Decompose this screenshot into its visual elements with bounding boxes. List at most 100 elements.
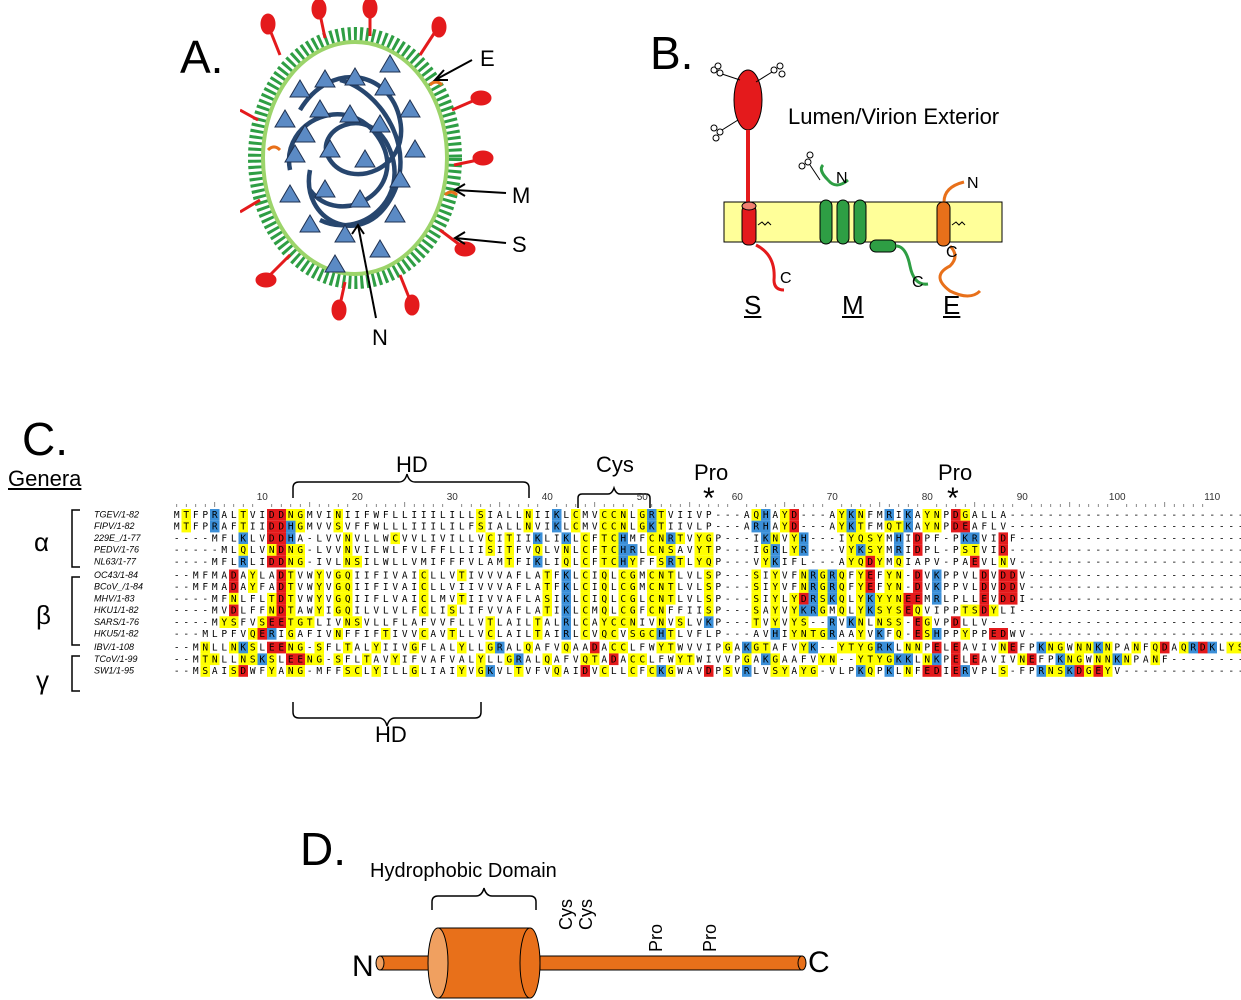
residue: C bbox=[649, 606, 655, 617]
residue-highlight bbox=[856, 592, 866, 605]
residue-highlight bbox=[314, 604, 324, 617]
residue: V bbox=[392, 571, 398, 582]
residue-highlight bbox=[286, 509, 296, 521]
residue: S bbox=[753, 606, 759, 617]
residue-highlight bbox=[599, 509, 609, 521]
residue: S bbox=[1238, 643, 1241, 654]
residue: - bbox=[1057, 533, 1063, 544]
residue: - bbox=[1124, 571, 1130, 582]
residue: C bbox=[582, 617, 588, 628]
residue-highlight bbox=[856, 520, 866, 533]
residue: L bbox=[430, 594, 436, 605]
residue: M bbox=[212, 606, 218, 617]
residue-highlight bbox=[257, 628, 267, 640]
residue-highlight bbox=[951, 641, 961, 654]
residue: N bbox=[525, 510, 531, 521]
residue-highlight bbox=[761, 509, 771, 521]
residue-highlight bbox=[628, 544, 638, 556]
residue: L bbox=[611, 606, 617, 617]
residue: - bbox=[943, 533, 949, 544]
residue: - bbox=[1200, 606, 1206, 617]
residue-highlight bbox=[1055, 653, 1065, 666]
residue-highlight bbox=[248, 653, 258, 666]
residue: M bbox=[212, 594, 218, 605]
residue: - bbox=[1238, 666, 1241, 677]
residue-highlight bbox=[599, 581, 609, 593]
residue: I bbox=[326, 617, 332, 628]
residue: - bbox=[1200, 557, 1206, 568]
sequence-name: FIPV/1-82 bbox=[94, 521, 135, 531]
residue: - bbox=[1133, 510, 1139, 521]
residue: V bbox=[687, 582, 693, 593]
residue-highlight bbox=[343, 544, 353, 556]
residue: K bbox=[240, 643, 246, 654]
residue-highlight bbox=[789, 592, 799, 605]
residue-highlight bbox=[580, 604, 590, 617]
residue-highlight bbox=[666, 665, 676, 677]
residue: V bbox=[478, 629, 484, 640]
residue: S bbox=[820, 594, 826, 605]
residue: V bbox=[1019, 629, 1025, 640]
residue: F bbox=[877, 571, 883, 582]
residue: D bbox=[791, 522, 797, 533]
residue: F bbox=[848, 582, 854, 593]
residue: C bbox=[649, 545, 655, 556]
residue: - bbox=[1152, 617, 1158, 628]
residue-highlight bbox=[561, 628, 571, 640]
residue: R bbox=[240, 557, 246, 568]
residue: - bbox=[1143, 522, 1149, 533]
residue-highlight bbox=[723, 665, 733, 677]
residue: S bbox=[886, 617, 892, 628]
residue: D bbox=[278, 594, 284, 605]
residue: - bbox=[1086, 629, 1092, 640]
residue: C bbox=[573, 522, 579, 533]
residue: K bbox=[858, 545, 864, 556]
residue: K bbox=[554, 522, 560, 533]
residue: - bbox=[1152, 522, 1158, 533]
residue: S bbox=[354, 617, 360, 628]
residue: C bbox=[582, 582, 588, 593]
residue: D bbox=[269, 533, 275, 544]
residue-highlight bbox=[238, 509, 248, 521]
residue: Y bbox=[848, 557, 854, 568]
residue: F bbox=[516, 571, 522, 582]
residue: V bbox=[991, 582, 997, 593]
residue: T bbox=[506, 533, 512, 544]
residue: Y bbox=[772, 582, 778, 593]
residue: H bbox=[620, 557, 626, 568]
residue-highlight bbox=[1036, 665, 1046, 677]
residue: V bbox=[259, 545, 265, 556]
residue-highlight bbox=[761, 532, 771, 545]
residue-highlight bbox=[894, 569, 904, 582]
residue-highlight bbox=[846, 555, 856, 568]
residue: A bbox=[506, 571, 512, 582]
residue: D bbox=[1000, 571, 1006, 582]
residue: - bbox=[1219, 617, 1225, 628]
residue: - bbox=[1086, 510, 1092, 521]
residue-highlight bbox=[656, 509, 666, 521]
residue-highlight bbox=[951, 665, 961, 677]
residue: - bbox=[202, 557, 208, 568]
residue-highlight bbox=[542, 569, 552, 582]
residue: - bbox=[1133, 582, 1139, 593]
residue: A bbox=[497, 522, 503, 533]
residue: N bbox=[345, 545, 351, 556]
sequence-name: PEDV/1-76 bbox=[94, 545, 139, 555]
residue-highlight bbox=[770, 628, 780, 640]
residue: S bbox=[962, 545, 968, 556]
residue: I bbox=[326, 606, 332, 617]
residue: L bbox=[1219, 643, 1225, 654]
residue: L bbox=[459, 533, 465, 544]
residue: N bbox=[1000, 557, 1006, 568]
residue: - bbox=[1124, 557, 1130, 568]
residue-highlight bbox=[656, 555, 666, 568]
residue: V bbox=[791, 643, 797, 654]
residue-highlight bbox=[1055, 665, 1065, 677]
residue: - bbox=[1114, 533, 1120, 544]
residue: Q bbox=[839, 606, 845, 617]
residue-highlight bbox=[447, 604, 457, 617]
residue-highlight bbox=[694, 544, 704, 556]
terminus-c: C bbox=[808, 946, 830, 979]
residue: V bbox=[411, 545, 417, 556]
residue: G bbox=[297, 557, 303, 568]
